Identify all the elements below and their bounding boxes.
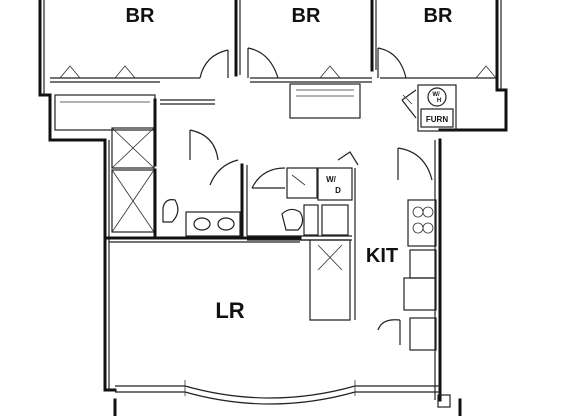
kitchen	[300, 138, 442, 402]
furnace-label: FURN	[426, 115, 448, 124]
washer-dryer-label-top: W/	[326, 175, 337, 184]
bedroom-2	[247, 0, 377, 119]
water-heater-label-bottom: H	[437, 98, 441, 104]
bedroom-3	[377, 0, 508, 132]
room-label-kit: KIT	[366, 245, 398, 267]
living-room	[103, 236, 462, 416]
room-label-br-3: BR	[424, 5, 453, 27]
bedroom-1	[38, 0, 241, 142]
room-label-br-2: BR	[292, 5, 321, 27]
room-label-br-1: BR	[126, 5, 155, 27]
room-label-lr: LR	[215, 298, 244, 323]
water-heater-label-top: W/	[432, 92, 440, 98]
washer-dryer-label-bottom: D	[335, 186, 341, 195]
hall-and-bath	[103, 98, 359, 241]
